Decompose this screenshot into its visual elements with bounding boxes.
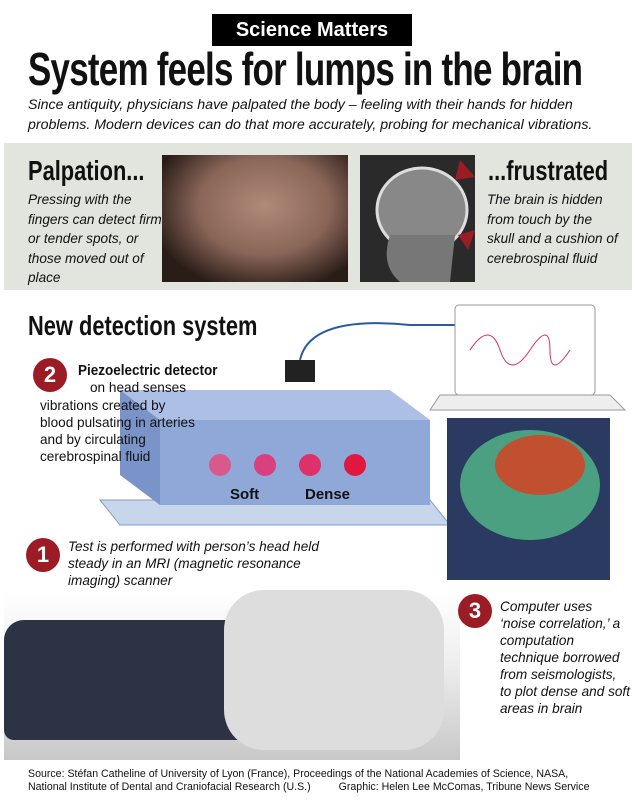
dense-spot	[344, 454, 366, 476]
frustrated-text: The brain is hidden from touch by the sk…	[487, 192, 618, 266]
step-2-text-2: vibrations created by blood pulsating in…	[40, 398, 195, 464]
step-1-badge: 1	[26, 538, 60, 572]
step-1-text: Test is performed with person’s head hel…	[68, 539, 319, 588]
subtitle: Since antiquity, physicians have palpate…	[28, 97, 593, 133]
step-2-text-1: on head senses	[90, 380, 186, 395]
piezo-detector	[285, 360, 315, 382]
source-credit: Source: Stéfan Catheline of University o…	[28, 768, 628, 794]
tissue-block-side	[120, 390, 160, 505]
dense-label: Dense	[305, 486, 351, 503]
palpation-photo	[162, 155, 348, 282]
detection-diagram	[98, 304, 627, 580]
graphic-credit: Graphic: Helen Lee McComas, Tribune News…	[338, 781, 590, 793]
waveform	[469, 334, 571, 366]
step-2-title: Piezoelectric detector	[78, 362, 218, 379]
step-2-badge: 2	[33, 358, 67, 392]
soft-spot	[254, 454, 276, 476]
tissue-block-top	[120, 390, 430, 420]
mri-patient-photo	[4, 590, 460, 760]
headline: System feels for lumps in the brain	[28, 43, 583, 95]
detector-cable	[299, 322, 470, 361]
step-3-badge: 3	[458, 594, 492, 628]
palpation-heading: Palpation...	[28, 155, 145, 186]
dense-spot	[299, 454, 321, 476]
section-banner: Science Matters	[212, 14, 412, 46]
mri-scan-image	[360, 155, 475, 282]
soft-label: Soft	[230, 486, 260, 503]
laptop-base	[429, 394, 627, 411]
source-line-2: National Institute of Dental and Craniof…	[28, 781, 311, 793]
tissue-block-front	[160, 420, 430, 505]
palpation-text: Pressing with the fingers can detect fir…	[28, 192, 162, 285]
step-3-text: Computer uses ‘noise correlation,’ a com…	[500, 599, 630, 716]
brain-scan-icon	[375, 160, 475, 282]
frustrated-heading: ...frustrated	[488, 155, 609, 186]
laptop-screen	[454, 304, 596, 396]
detection-heading: New detection system	[28, 310, 258, 341]
source-line-1: Source: Stéfan Catheline of University o…	[28, 768, 569, 780]
soft-spot	[209, 454, 231, 476]
